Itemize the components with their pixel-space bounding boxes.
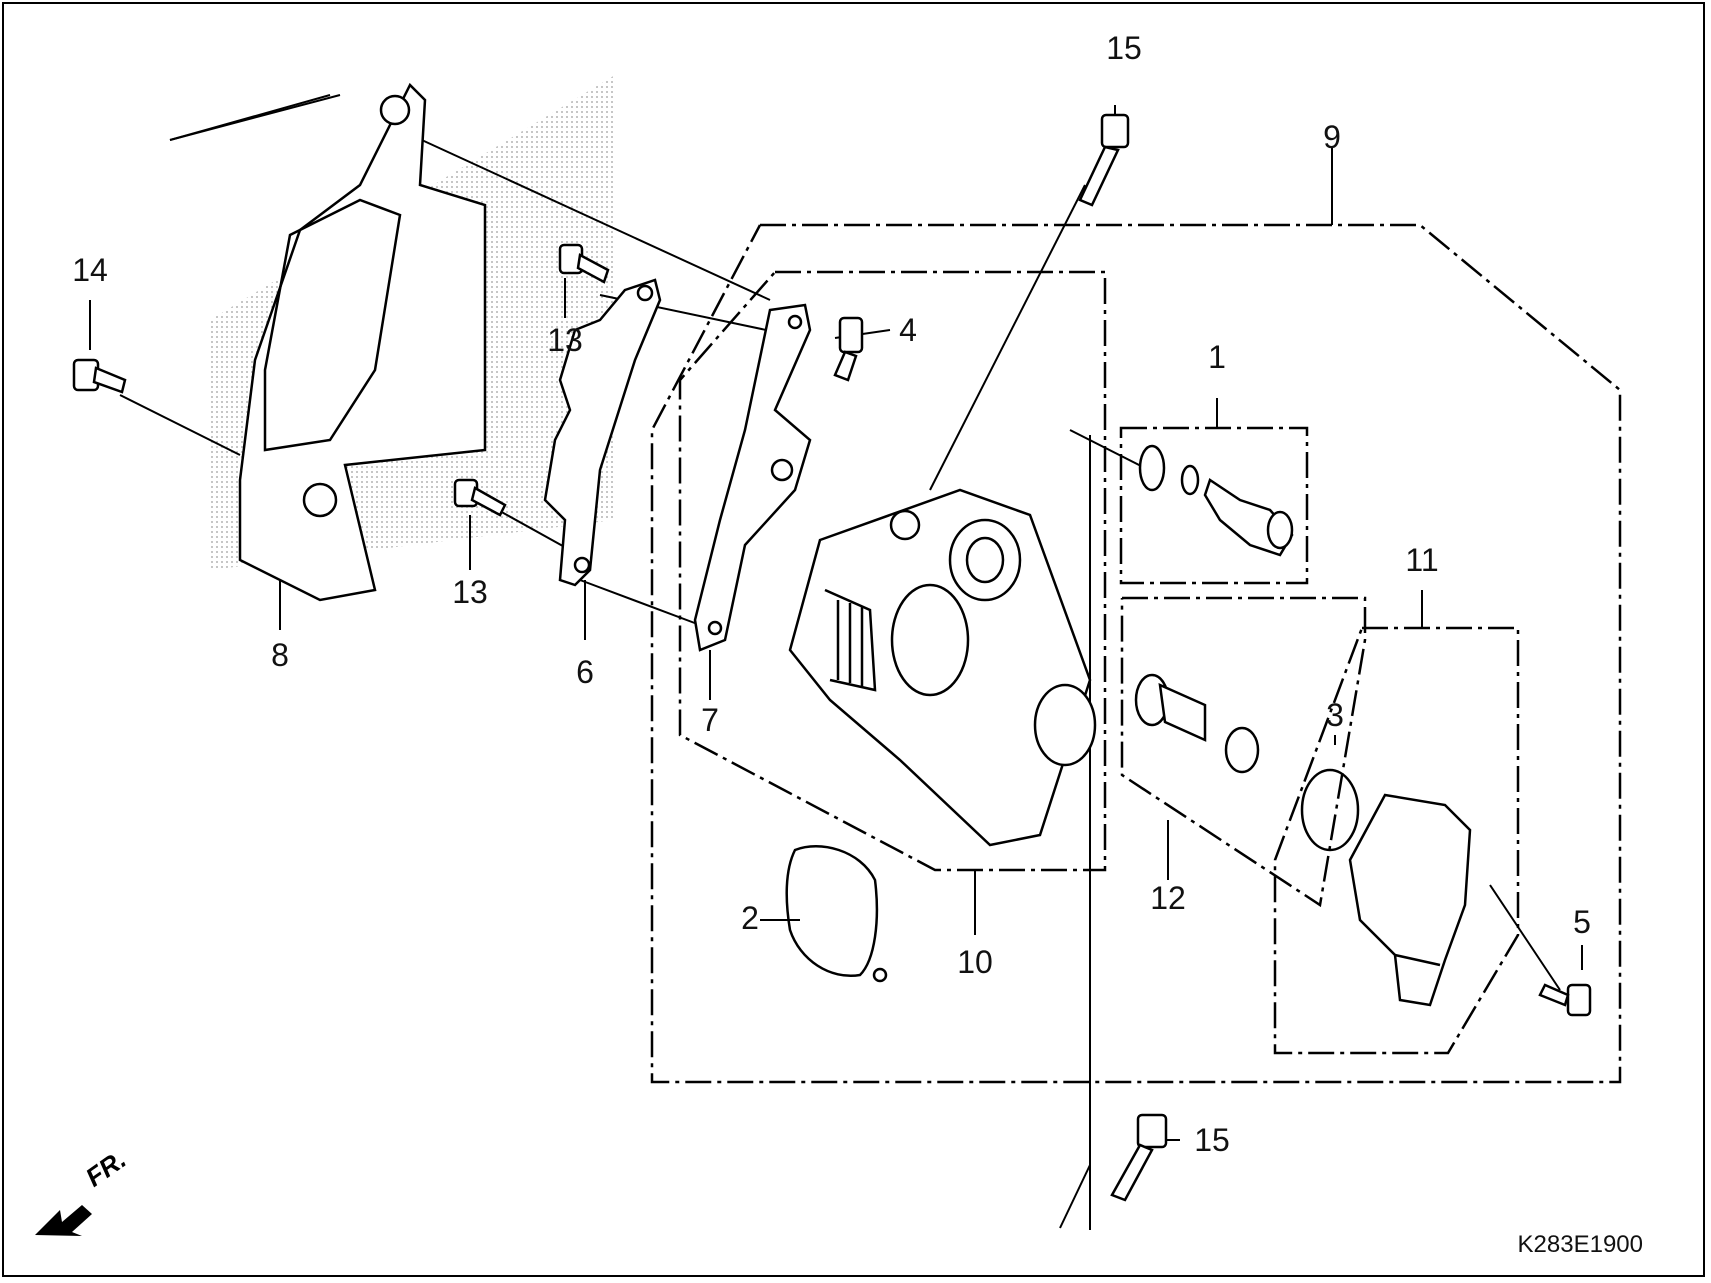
clamp-part-2 [785,845,888,983]
bolt-part-15-upper [1078,113,1130,207]
callout-8: 8 [271,637,289,673]
gasket-part-6 [543,278,662,587]
callout-1: 1 [1208,339,1226,375]
callout-3: 3 [1326,697,1344,733]
group-box-11 [1273,626,1520,1055]
callout-7: 7 [701,702,719,738]
screw-part-5 [1538,983,1592,1017]
bolt-part-14 [72,358,127,394]
bolt-part-13-lower [453,478,507,517]
group-box-10 [678,270,1107,872]
sensor-part-11 [1348,793,1472,1007]
callout-14: 14 [72,252,108,288]
valve-kit-part-1 [1138,444,1294,557]
group-box-1 [1119,426,1309,585]
callout-12: 12 [1150,880,1186,916]
bolt-part-15-lower [1110,1113,1168,1202]
callout-5: 5 [1573,904,1591,940]
plunger-part-12 [1134,673,1260,774]
callout-15-upper: 15 [1106,30,1142,66]
callout-6: 6 [576,654,594,690]
o-ring-part-3 [1300,768,1360,852]
callout-10: 10 [957,944,993,980]
callout-9: 9 [1323,119,1341,155]
callout-4: 4 [899,312,917,348]
bracket-part-7 [693,303,812,652]
group-box-9 [650,223,1622,1084]
callout-2: 2 [741,900,759,936]
cover-part-8 [238,82,487,602]
throttle-body-part-10 [788,488,1097,847]
callout-13-upper: 13 [547,322,583,358]
callout-11: 11 [1405,542,1439,578]
callout-13-lower: 13 [452,574,488,610]
callout-15-lower: 15 [1194,1122,1230,1158]
group-box-12 [1120,596,1367,908]
bolt-part-13-upper [558,243,610,284]
front-direction-arrow [35,1205,92,1236]
drawing-code: K283E1900 [1517,1231,1643,1258]
screw-part-4 [833,316,864,382]
